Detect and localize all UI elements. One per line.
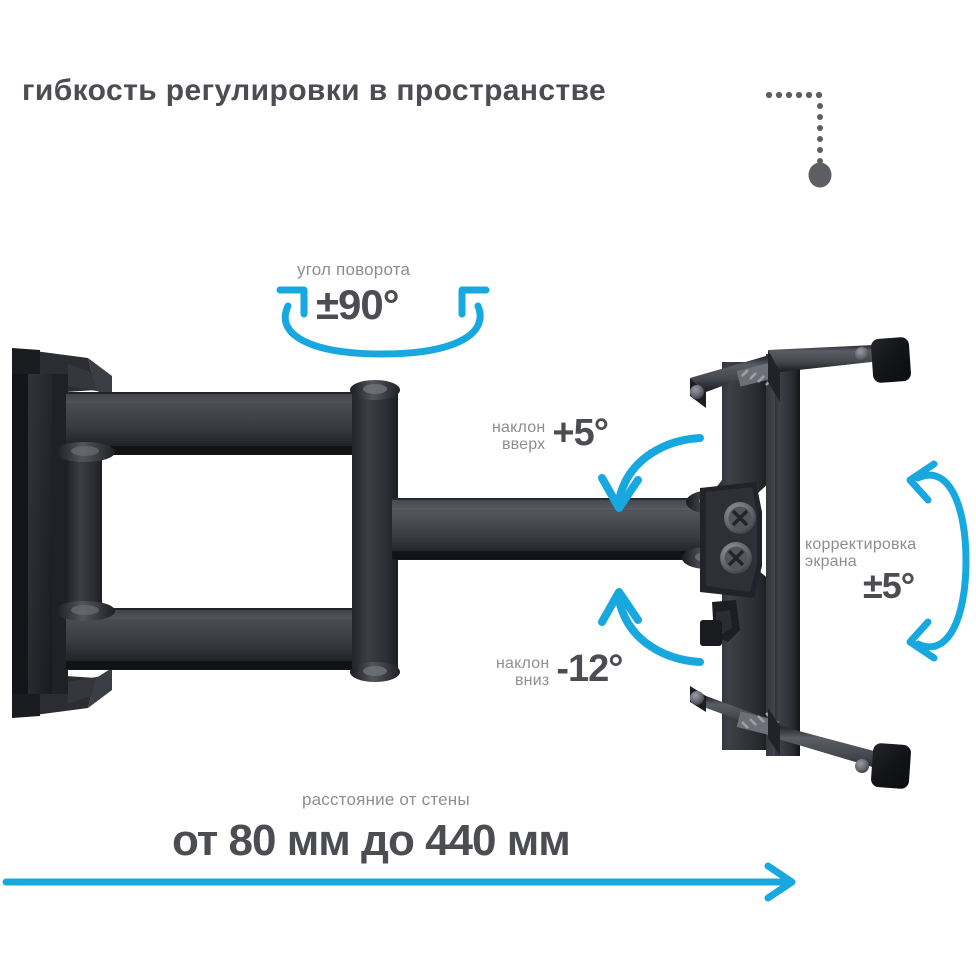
tilt-down-label-line1: наклон (496, 655, 550, 672)
tilt-up-annotation: наклон вверх +5° (492, 412, 609, 454)
tilt-up-label: наклон вверх (492, 414, 545, 453)
tilt-down-label: наклон вниз (496, 650, 549, 689)
vertical-double-headed-arc-icon (906, 460, 970, 662)
page-title: гибкость регулировки в пространстве (22, 74, 607, 107)
curved-arrow-up-icon (598, 588, 704, 666)
tv-wall-mount-illustration (12, 337, 911, 789)
wall-side-link (55, 442, 115, 621)
tilt-down-label-line2: вниз (514, 672, 550, 689)
tilt-down-annotation: наклон вниз -12° (496, 648, 624, 690)
curved-arrow-down-icon (598, 434, 704, 512)
wall-distance-value: от 80 мм до 440 мм (172, 816, 571, 865)
screen-correction-annotation: корректировка экрана ±5° (805, 536, 916, 604)
wall-distance-label: расстояние от стены (302, 790, 470, 809)
screen-correction-label-line1: корректировка (805, 536, 917, 553)
screen-correction-label-line2: экрана (805, 553, 857, 570)
vesa-arm-top (690, 337, 911, 408)
rotation-label: угол поворота (297, 260, 411, 279)
tilt-up-value: +5° (552, 412, 609, 454)
double-headed-curved-arrow-icon (276, 286, 490, 358)
tilt-head-assembly (682, 354, 800, 756)
tilt-up-label-line1: наклон (492, 419, 546, 436)
upper-arm (66, 392, 396, 455)
vesa-arm-bottom (690, 686, 911, 789)
rotation-value: ±90° (316, 281, 400, 328)
lower-arm (66, 608, 396, 670)
tilt-down-value: -12° (556, 648, 623, 690)
elbow-link (350, 380, 400, 682)
screen-correction-label: корректировка экрана (805, 536, 916, 570)
horizontal-right-arrow-icon (2, 862, 796, 902)
screen-correction-value: ±5° (863, 565, 915, 606)
extension-arm (392, 498, 710, 560)
plumb-bob-dotted-pointer-icon (765, 91, 832, 188)
tilt-up-label-line2: вверх (501, 436, 546, 453)
